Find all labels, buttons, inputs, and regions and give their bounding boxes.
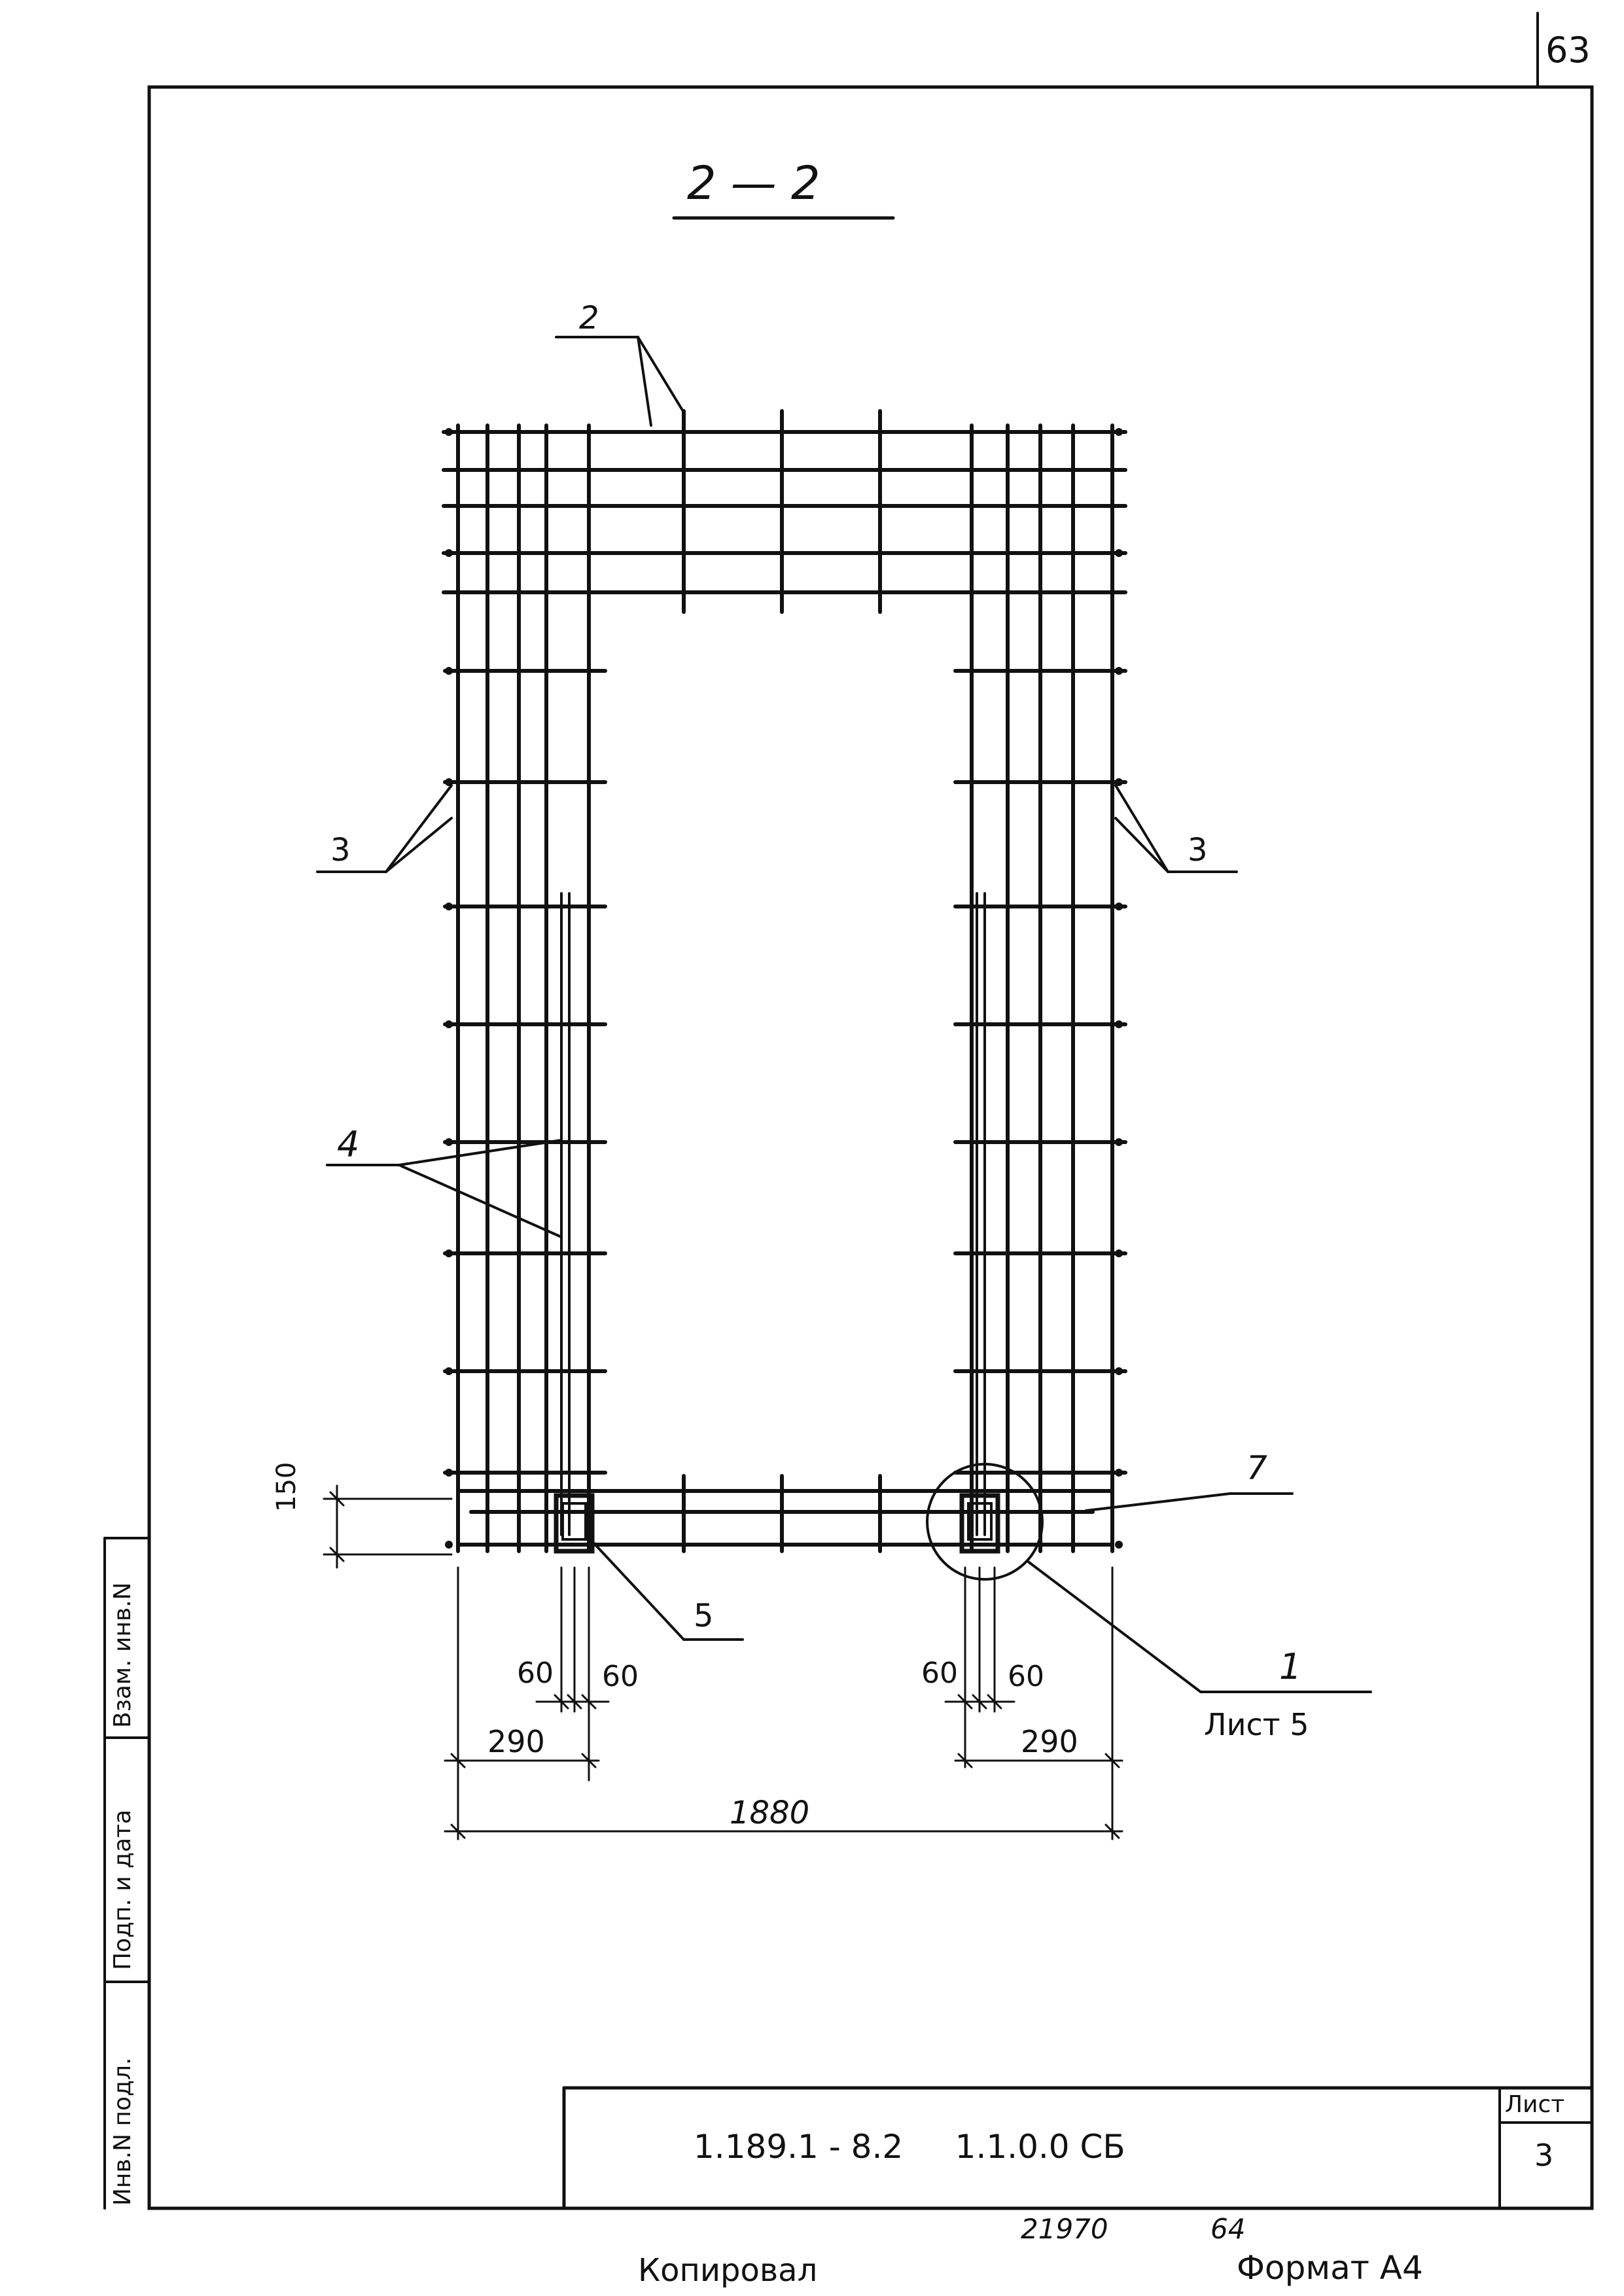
drawing-frame — [147, 85, 1594, 2210]
leader-label-1: 1 — [1279, 1646, 1302, 1687]
plate-right — [959, 1493, 1000, 1554]
dim-290-right: 290 — [1021, 1724, 1078, 1759]
title-block-designation: 1.189.1 - 8.2 1.1.0.0 СБ — [694, 2128, 1125, 2166]
leader-label-2: 2 — [579, 300, 599, 336]
archive-number: 21970 — [1021, 2213, 1108, 2245]
bar-end-dots — [445, 428, 1123, 1549]
rebar-cage — [442, 409, 1127, 1553]
page-number: 63 — [1545, 29, 1591, 71]
title-block-sheet-number: 3 — [1534, 2138, 1554, 2173]
section-title: 2 — 2 — [687, 156, 821, 210]
leader-label-3-right: 3 — [1188, 832, 1208, 869]
side-stamp-podp-data: Подп. и дата — [109, 1809, 136, 1970]
title-block-sheet-label: Лист — [1505, 2091, 1565, 2118]
leader-label-4: 4 — [337, 1124, 360, 1165]
dim-150: 150 — [272, 1462, 302, 1512]
dim-60-left-a: 60 — [517, 1657, 554, 1690]
detail-circle — [926, 1463, 1044, 1581]
inner-bars — [560, 892, 986, 1536]
leader-label-7: 7 — [1246, 1449, 1267, 1487]
dim-60-right-a: 60 — [921, 1657, 958, 1690]
sheet-format: Формат А4 — [1237, 2249, 1423, 2287]
dimension-lines — [323, 1484, 1123, 1840]
dim-1880: 1880 — [730, 1795, 810, 1831]
leader-label-3-left: 3 — [330, 832, 351, 869]
side-stamp-vzam-inv: Взам. инв.N — [109, 1582, 136, 1728]
leader-label-5: 5 — [694, 1598, 714, 1634]
detail-reference: Лист 5 — [1204, 1707, 1309, 1742]
dim-60-right-b: 60 — [1008, 1660, 1044, 1693]
copied-by: Копировал — [638, 2252, 818, 2289]
leader-lines — [316, 336, 1372, 1693]
dim-60-left-b: 60 — [602, 1660, 639, 1693]
dim-290-left: 290 — [487, 1724, 545, 1759]
archive-page: 64 — [1210, 2213, 1246, 2245]
side-stamp-inv-podl: Инв.N подл. — [109, 2057, 136, 2206]
plate-left — [554, 1493, 595, 1554]
